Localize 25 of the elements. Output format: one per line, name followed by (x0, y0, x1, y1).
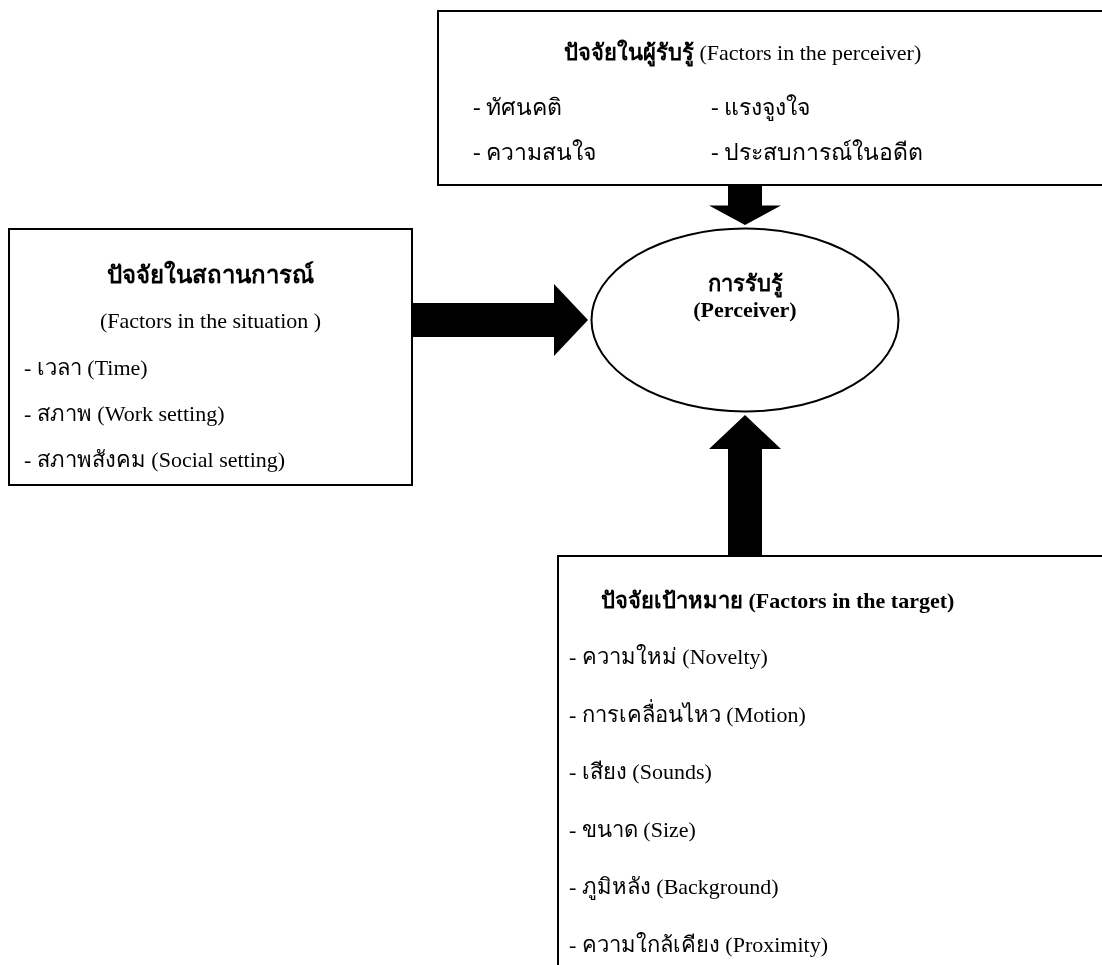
list-item: - ประสบการณ์ในอดีต (711, 139, 924, 167)
list-item: - เวลา (Time) (24, 355, 148, 382)
box-heading: ปัจจัยในสถานการณ์ (107, 261, 314, 290)
box-heading: ปัจจัยในผู้รับรู้ (Factors in the perceiver) (564, 40, 922, 67)
list-item: - ความใหม่ (Novelty) (569, 644, 768, 671)
list-item: - ความสนใจ (473, 139, 597, 167)
list-item: - การเคลื่อนไหว (Motion) (569, 701, 806, 728)
factor-box (437, 10, 1102, 186)
box-subheading: (Factors in the situation ) (99, 308, 322, 335)
list-item: - ความใกล้เคียง (Proximity) (569, 931, 828, 958)
list-item: - เสียง (Sounds) (569, 759, 712, 786)
list-item: - ทัศนคติ (473, 94, 563, 122)
center-label: การรับรู้ (707, 271, 783, 298)
list-item: - สภาพสังคม (Social setting) (24, 447, 286, 474)
block-arrow (413, 284, 588, 356)
center-sublabel: (Perceiver) (693, 297, 797, 324)
factor-box (8, 228, 413, 486)
block-arrow (709, 415, 781, 555)
list-item: - สภาพ (Work setting) (24, 401, 225, 428)
block-arrow (709, 186, 781, 225)
list-item: - ขนาด (Size) (569, 816, 696, 843)
box-heading: ปัจจัยเป้าหมาย (Factors in the target) (601, 588, 955, 615)
factor-box (557, 555, 1102, 965)
list-item: - แรงจูงใจ (711, 94, 811, 122)
list-item: - ภูมิหลัง (Background) (569, 874, 779, 901)
